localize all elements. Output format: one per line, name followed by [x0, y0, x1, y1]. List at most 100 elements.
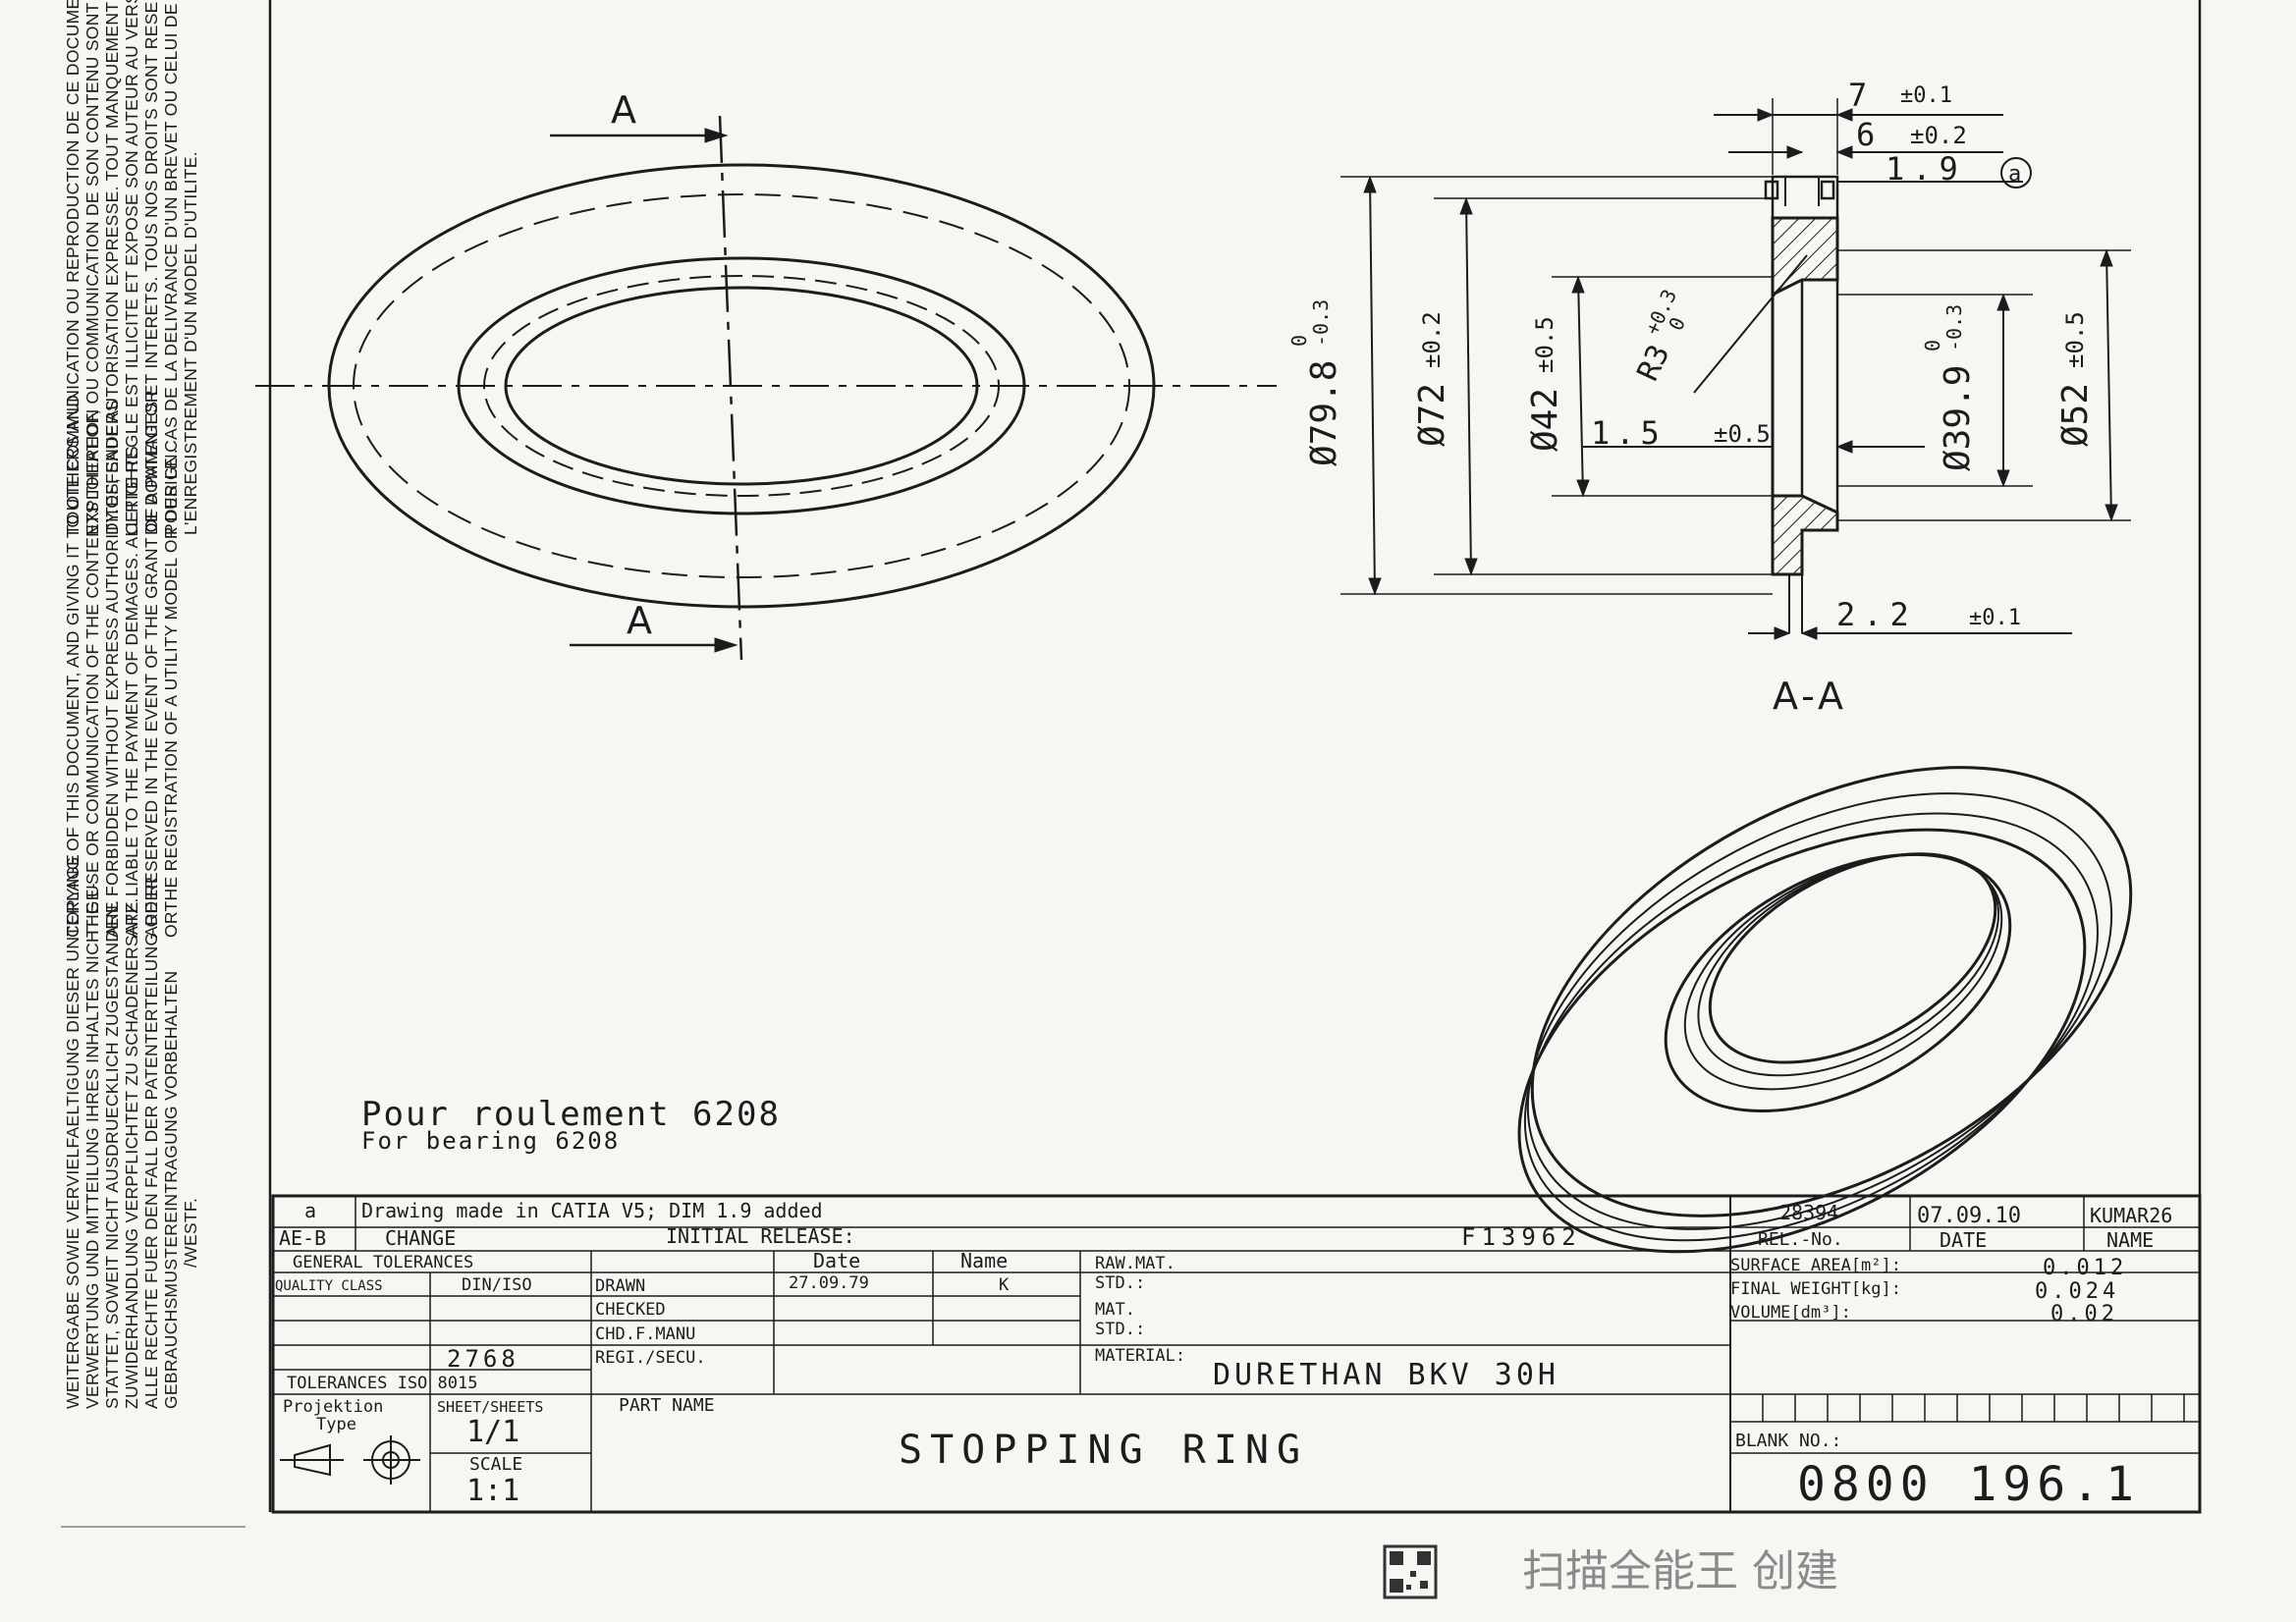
release-number: F13962 — [1461, 1223, 1582, 1251]
dim-radius-3: R3 — [1631, 340, 1677, 387]
legal-notice-en-line: COPYING OF THIS DOCUMENT, AND GIVING IT … — [63, 395, 82, 938]
watermark-text: 扫描全能王 创建 — [1522, 1546, 1838, 1596]
dim-dia-72: Ø72 — [1412, 383, 1452, 447]
dim-dia-42-tol: ±0.5 — [1531, 316, 1558, 373]
part-name-label: PART NAME — [619, 1395, 715, 1416]
dim-dia-52: Ø52 — [2055, 383, 2096, 447]
note-bearing-en: For bearing 6208 — [361, 1127, 620, 1155]
qr-code-icon — [1383, 1544, 1438, 1599]
legal-notice-fr-line: TOUTE COMMUNICATION OU REPRODUCTION DE C… — [63, 0, 82, 535]
mat-std-label: STD.: — [1095, 1320, 1145, 1339]
revision-date: 07.09.10 — [1917, 1204, 2021, 1228]
dim-width-7-tol: ±0.1 — [1900, 83, 1952, 108]
dim-dia-39-9-tol-upper: 0 — [1921, 340, 1944, 351]
rel-no-label: REL.-No. — [1758, 1229, 1843, 1250]
revision-number: 28394 — [1779, 1201, 1838, 1224]
dim-thickness-2-2-tol: ±0.1 — [1969, 606, 2021, 630]
legal-notice-de-line: STATTET, SOWEIT NICHT AUSDRUECKLICH ZUGE… — [102, 900, 122, 1409]
revision-letter: a — [304, 1199, 316, 1222]
legal-notice-fr-line: POUR LE CAS DE LA DELIVRANCE D'UN BREVET… — [161, 3, 181, 535]
legal-notice-french: TOUTE COMMUNICATION OU REPRODUCTION DE C… — [63, 0, 200, 535]
legal-notice-en-line: ARE RESERVED IN THE EVENT OF THE GRANT O… — [141, 390, 161, 938]
isometric-view — [1517, 766, 2133, 1254]
dim-width-1-9: 1.9 — [1886, 150, 1966, 188]
final-weight-label: FINAL WEIGHT[kg]: — [1730, 1279, 1901, 1299]
dim-dia-39-9-tol-lower: -0.3 — [1942, 304, 1966, 351]
title-block-text: a Drawing made in CATIA V5; DIM 1.9 adde… — [275, 1199, 2172, 1512]
dim-thickness-1-5: 1.5 — [1591, 414, 1666, 452]
section-view-a-a — [1340, 98, 2131, 640]
legal-notice-en-line: ARE LIABLE TO THE PAYMENT OF DEMAGES. AL… — [122, 446, 141, 938]
legal-notice-de-line: ZUWIDERHANDLUNG VERPFLICHTET ZU SCHADENE… — [122, 897, 141, 1409]
legal-notice-en-line: ORTHE REGISTRATION OF A UTILITY MODEL OR… — [161, 449, 181, 938]
quality-class-label: QUALITY CLASS — [275, 1278, 383, 1294]
dim-dia-39-9: Ø39.9 — [1938, 365, 1978, 471]
dim-radius-3-tol-lower: 0 — [1664, 313, 1690, 334]
legal-notice-de-line: ALLE RECHTE FUER DEN FALL DER PATENTERTE… — [141, 877, 161, 1409]
name-label: NAME — [2106, 1228, 2154, 1252]
section-view-title: A-A — [1773, 675, 1847, 718]
dim-thickness-1-5-tol: ±0.5 — [1714, 420, 1771, 448]
revision-mark-a: a — [2008, 162, 2021, 187]
dim-width-6-tol: ±0.2 — [1910, 122, 1967, 149]
material-value: DURETHAN BKV 30H — [1213, 1358, 1559, 1392]
drawn-label: DRAWN — [595, 1276, 645, 1296]
legal-notice-german: WEITERGABE SOWIE VERVIELFAELTIGUNG DIESE… — [63, 854, 200, 1409]
dim-dia-42: Ø42 — [1525, 388, 1565, 452]
material-label: MATERIAL: — [1095, 1346, 1185, 1366]
change-code: AE-B — [279, 1226, 326, 1250]
scale-label: SCALE — [469, 1454, 522, 1475]
section-dimension-text: 7 ±0.1 6 ±0.2 1.9 a Ø79.8 0 -0.3 Ø72 ±0.… — [1287, 77, 2096, 633]
front-view — [255, 115, 1277, 661]
blank-no-value: 0800 196.1 — [1797, 1457, 2140, 1512]
revision-name: KUMAR26 — [2090, 1204, 2172, 1227]
legal-notice-de-line: VERWERTUNG UND MITTEILUNG IHRES INHALTES… — [82, 883, 102, 1409]
projection-symbol-icon — [280, 1435, 420, 1485]
revision-description: Drawing made in CATIA V5; DIM 1.9 added — [361, 1199, 823, 1222]
dim-dia-72-tol: ±0.2 — [1418, 311, 1446, 368]
legal-notice-fr-line: DE DOMMAGES ET INTERETS. TOUS NOS DROITS… — [141, 0, 161, 535]
legal-notice-english: COPYING OF THIS DOCUMENT, AND GIVING IT … — [63, 390, 181, 938]
legal-notice-en-line: THE USE OR COMMUNICATION OF THE CONTENTS… — [82, 409, 102, 938]
projektion-label: Projektion — [283, 1397, 383, 1417]
final-weight-value: 0.024 — [2035, 1279, 2119, 1304]
legal-notice-fr-line: L'ENREGISTREMENT D'UN MODEL D'UTILITE. — [181, 151, 200, 535]
mat-label: MAT. — [1095, 1300, 1135, 1320]
title-block — [271, 1194, 2202, 1514]
raw-mat-label: RAW.MAT. — [1095, 1254, 1175, 1273]
surface-area-label: SURFACE AREA[m²]: — [1730, 1256, 1901, 1275]
section-mark-bottom: A — [627, 599, 652, 642]
section-mark-top: A — [611, 88, 636, 132]
part-name-value: STOPPING RING — [899, 1428, 1308, 1473]
general-tolerances-label: GENERAL TOLERANCES — [293, 1253, 473, 1272]
regl-secu-label: REGI./SECU. — [595, 1348, 706, 1368]
legal-notice-en-line: ARE FORBIDDEN WITHOUT EXPRESS AUTHORITY.… — [102, 400, 122, 938]
dim-dia-79-8-tol-lower: -0.3 — [1309, 299, 1333, 347]
legal-notice-fr-line: CETTE REGLE EST ILLICITE ET EXPOSE SON A… — [122, 0, 141, 535]
drawn-date: 27.09.79 — [789, 1273, 869, 1293]
dim-dia-79-8: Ø79.8 — [1304, 360, 1344, 466]
checked-label: CHECKED — [595, 1300, 666, 1320]
legal-notice-de-line: /WESTF. — [181, 1198, 200, 1268]
date-label: DATE — [1940, 1228, 1987, 1252]
legal-notice-de-line: GEBRAUCHSMUSTEREINTRAGUNG VORBEHALTEN — [161, 971, 181, 1409]
tolerance-value: 2768 — [447, 1345, 519, 1373]
raw-mat-std-label: STD.: — [1095, 1273, 1145, 1293]
dim-width-7: 7 — [1848, 77, 1867, 114]
legal-notice-fr-line: EXPLOITATION OU COMMUNICATION DE SON CON… — [82, 0, 102, 535]
date-column-header: Date — [813, 1249, 860, 1272]
blank-no-label: BLANK NO.: — [1735, 1431, 1841, 1451]
legal-notice-fr-line: DITES, SAUF AUTORISATION EXPRESSE. TOUT … — [102, 0, 122, 535]
dim-width-6: 6 — [1856, 116, 1875, 153]
name-column-header: Name — [960, 1249, 1008, 1272]
dim-dia-79-8-tol-upper: 0 — [1287, 335, 1311, 347]
note-bearing-fr: Pour roulement 6208 — [361, 1095, 781, 1134]
scale-value: 1:1 — [466, 1474, 519, 1508]
volume-value: 0.02 — [2050, 1302, 2118, 1326]
projektion-type-label: Type — [316, 1415, 356, 1434]
dim-dia-52-tol: ±0.5 — [2061, 311, 2089, 368]
dim-thickness-2-2: 2.2 — [1836, 596, 1917, 633]
initial-release-label: INITIAL RELEASE: — [666, 1224, 855, 1248]
drawn-name: K — [999, 1275, 1010, 1295]
